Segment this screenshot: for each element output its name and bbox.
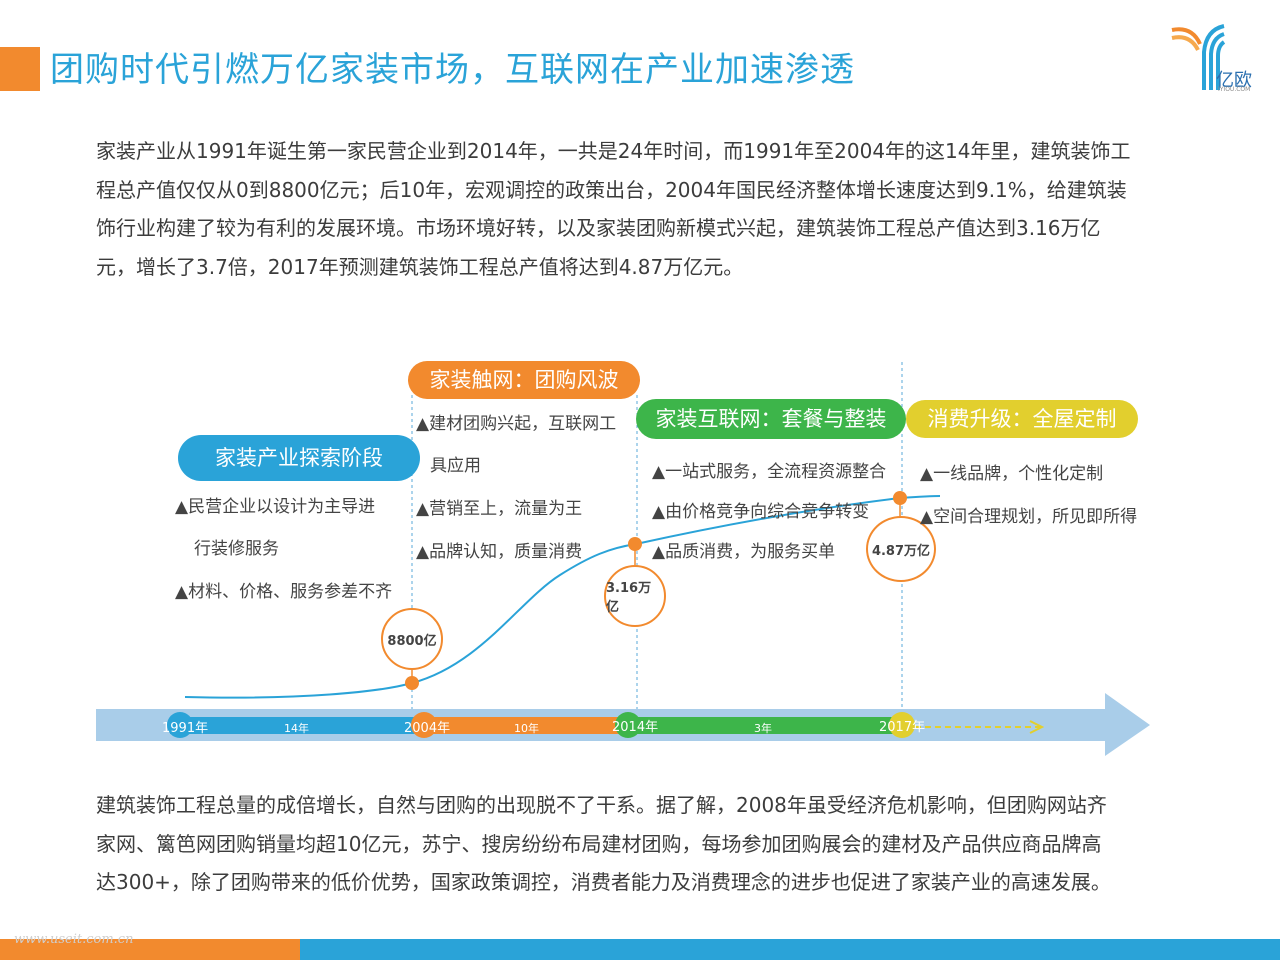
stage-2-bullet: ▲营销至上，流量为王 — [416, 499, 583, 519]
intro-line: 饰行业构建了较为有利的发展环境。市场环境好转，以及家装团购新模式兴起，建筑装饰工… — [96, 216, 1101, 240]
intro-line: 家装产业从1991年诞生第一家民营企业到2014年，一共是24年时间，而1991… — [96, 139, 1131, 163]
year-label-2004: 2004年 — [404, 721, 451, 736]
value-3-16: 3.16万亿 — [604, 565, 666, 627]
logo: 亿欧 IYIOU.COM — [1166, 22, 1266, 94]
stage-3-bullet: ▲品质消费，为服务买单 — [652, 542, 836, 562]
title-accent-bar — [0, 47, 40, 91]
intro-line: 程总产值仅仅从0到8800亿元；后10年，宏观调控的政策出台，2004年国民经济… — [96, 177, 1127, 202]
closing-line: 家网、篱笆网团购销量均超10亿元，苏宁、搜房纷纷布局建材团购，每场参加团购展会的… — [96, 831, 1102, 856]
period-bar-3 — [630, 717, 900, 734]
duration-label-2: 10年 — [514, 722, 539, 735]
stage-1-bullet: ▲民营企业以设计为主导进 — [175, 497, 376, 517]
watermark: www.useit.com.cn — [14, 932, 134, 947]
node-2004 — [411, 712, 437, 738]
stage-2-bullet: ▲品牌认知，质量消费 — [416, 542, 583, 562]
node-2017 — [889, 712, 915, 738]
curve-point-2004 — [405, 676, 419, 690]
footer-bar-orange — [0, 939, 300, 960]
stage-2-bullet: ▲建材团购兴起，互联网工 — [416, 414, 617, 434]
stage-4-bullet: ▲空间合理规划，所见即所得 — [920, 507, 1138, 527]
logo-text: 亿欧 — [1216, 70, 1252, 91]
closing-line: 达300+，除了团购带来的低价优势，国家政策调控，消费者能力及消费理念的进步也促… — [96, 870, 1111, 894]
stage-3-bullet: ▲一站式服务，全流程资源整合 — [652, 462, 887, 482]
year-label-2017: 2017年 — [879, 720, 926, 735]
curve-point-2014 — [628, 537, 642, 551]
stage-2-label: 家装触网：团购风波 — [408, 361, 640, 399]
closing-line: 建筑装饰工程总量的成倍增长，自然与团购的出现脱不了干系。据了解，2008年虽受经… — [96, 793, 1107, 817]
year-label-2014: 2014年 — [612, 720, 659, 735]
period-bar-2 — [420, 717, 630, 734]
stage-2-bullet: 具应用 — [430, 456, 481, 476]
forecast-arrow-icon — [1029, 720, 1045, 734]
value-8800: 8800亿 — [381, 608, 443, 670]
stage-3-label: 家装互联网：套餐与整装 — [636, 399, 906, 439]
page-title: 团购时代引燃万亿家装市场，互联网在产业加速渗透 — [50, 50, 855, 90]
period-bar-1 — [170, 717, 420, 734]
footer-bar-blue — [300, 939, 1280, 960]
node-2014 — [615, 712, 641, 738]
intro-paragraph: 家装产业从1991年诞生第一家民营企业到2014年，一共是24年时间，而1991… — [96, 132, 1131, 286]
node-1991 — [167, 712, 193, 738]
stage-3-bullet: ▲由价格竞争向综合竞争转变 — [652, 502, 870, 522]
duration-label-3: 3年 — [754, 722, 772, 735]
intro-line: 元，增长了3.7倍，2017年预测建筑装饰工程总产值将达到4.87万亿元。 — [96, 254, 744, 279]
duration-label-1: 14年 — [284, 722, 309, 735]
curve-point-2017 — [893, 491, 907, 505]
year-label-1991: 1991年 — [162, 721, 209, 736]
stage-1-bullet: 行装修服务 — [194, 539, 279, 559]
growth-curve — [184, 495, 941, 699]
value-4-87: 4.87万亿 — [866, 516, 936, 582]
logo-mark-icon — [1171, 24, 1226, 90]
logo-subtext: IYIOU.COM — [1218, 86, 1251, 93]
closing-paragraph: 建筑装饰工程总量的成倍增长，自然与团购的出现脱不了干系。据了解，2008年虽受经… — [96, 786, 1111, 902]
stage-1-label: 家装产业探索阶段 — [178, 435, 420, 481]
stage-4-bullet: ▲一线品牌，个性化定制 — [920, 464, 1104, 484]
stage-4-label: 消费升级：全屋定制 — [906, 400, 1138, 438]
stage-1-bullet: ▲材料、价格、服务参差不齐 — [175, 582, 393, 602]
